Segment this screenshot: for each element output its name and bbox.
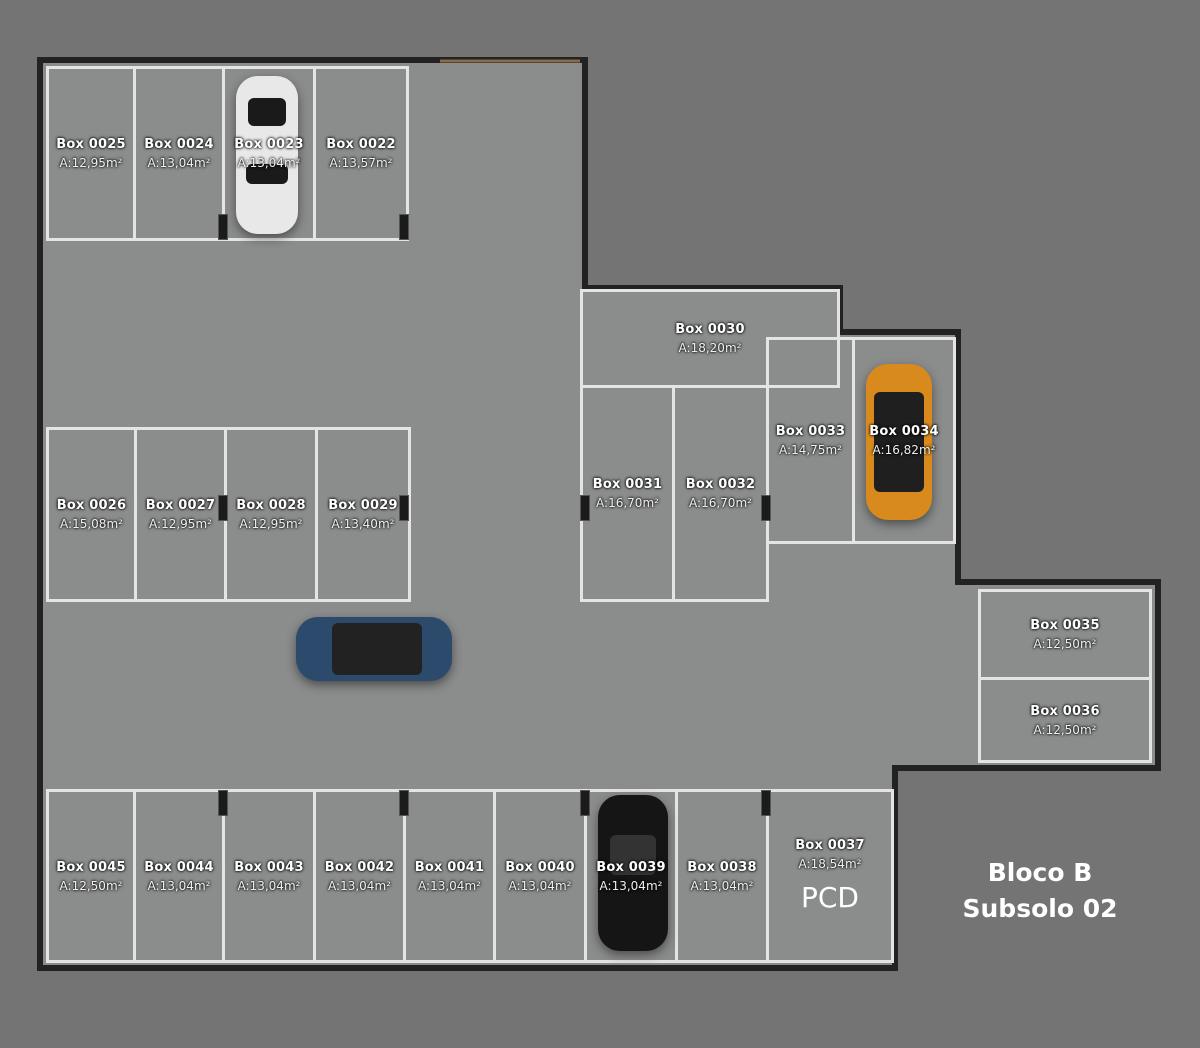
box-area: A:12,95m²: [59, 156, 123, 170]
car-cabin: [610, 835, 656, 875]
pillar: [399, 495, 409, 521]
car-roof: [332, 623, 422, 675]
box-area: A:13,04m²: [508, 878, 572, 893]
box-area: A:13,04m²: [599, 878, 663, 893]
box-number: Box 0030: [675, 322, 745, 337]
floor-title: Bloco B Subsolo 02: [940, 855, 1140, 927]
box-number: Box 0041: [414, 859, 485, 875]
box-area: A:18,54m²: [798, 857, 862, 871]
box-number: Box 0042: [324, 859, 395, 875]
box-number: Box 0025: [56, 137, 126, 152]
box-number: Box 0032: [685, 477, 756, 492]
pcd-label: PCD: [801, 881, 859, 914]
box-area: A:15,08m²: [60, 517, 123, 531]
box-area: A:12,50m²: [1033, 637, 1097, 651]
box-number: Box 0023: [234, 137, 304, 152]
floor-level: Subsolo 02: [962, 894, 1118, 923]
pillar: [580, 790, 590, 816]
box-area: A:13,04m²: [237, 156, 301, 170]
box-number: Box 0040: [505, 859, 575, 875]
box-area: A:16,70m²: [596, 496, 659, 510]
box-area: A:18,20m²: [678, 341, 742, 355]
box-area: A:13,04m²: [147, 156, 211, 170]
box-number: Box 0022: [326, 137, 396, 152]
car-white: [236, 76, 298, 234]
box-area: A:12,95m²: [239, 517, 303, 531]
car-rear-window: [246, 164, 288, 184]
box-number: Box 0028: [236, 498, 306, 513]
box-area: A:12,50m²: [1033, 722, 1097, 737]
pillar: [218, 790, 228, 816]
car-roof: [874, 392, 924, 492]
box-area: A:13,40m²: [331, 517, 395, 531]
pillar: [580, 495, 590, 521]
car-black: [598, 795, 668, 951]
car-blue: [296, 617, 452, 681]
car-windshield: [248, 98, 286, 126]
box-number: Box 0031: [592, 477, 663, 492]
box-number: Box 0039: [596, 859, 666, 875]
pillar: [218, 495, 228, 521]
box-area: A:13,04m²: [328, 878, 391, 893]
floor-slab: [37, 57, 1161, 971]
box-number: Box 0027: [145, 498, 216, 513]
box-number: Box 0043: [234, 859, 304, 875]
box-area: A:13,04m²: [237, 878, 301, 893]
box-area: A:16,82m²: [872, 443, 936, 457]
car-orange: [866, 364, 932, 520]
box-area: A:13,04m²: [690, 878, 754, 893]
box-number: Box 0033: [775, 424, 846, 439]
box-number: Box 0029: [328, 498, 398, 513]
pillar: [761, 495, 771, 521]
box-number: Box 0024: [144, 137, 214, 152]
box-area: A:13,04m²: [418, 878, 481, 893]
box-number: Box 0044: [144, 859, 214, 875]
box-area: A:12,50m²: [59, 878, 123, 893]
box-area: A:13,57m²: [329, 156, 393, 170]
box-area: A:12,95m²: [149, 517, 212, 531]
box-number: Box 0036: [1030, 703, 1100, 719]
box-area: A:13,04m²: [147, 878, 211, 893]
box-number: Box 0045: [56, 859, 126, 875]
pillar: [399, 214, 409, 240]
box-area: A:16,70m²: [689, 496, 752, 510]
box-number: Box 0026: [56, 498, 127, 513]
box-number: Box 0037: [795, 838, 865, 853]
box-number: Box 0038: [687, 859, 757, 875]
box-area: A:14,75m²: [779, 443, 842, 457]
box-number: Box 0034: [869, 424, 939, 439]
box-number: Box 0035: [1030, 618, 1100, 633]
block-name: Bloco B: [987, 858, 1093, 887]
pillar: [399, 790, 409, 816]
pillar: [761, 790, 771, 816]
pillar: [218, 214, 228, 240]
